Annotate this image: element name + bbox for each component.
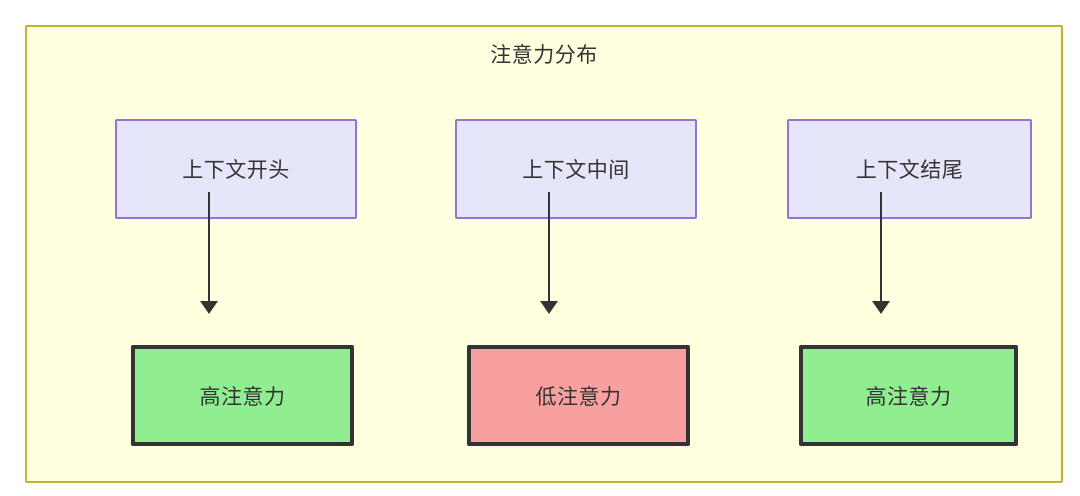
arrowhead-down-icon-start (200, 301, 218, 314)
node-context-start-label: 上下文开头 (182, 159, 290, 182)
node-context-start[interactable]: 上下文开头 (115, 119, 357, 219)
node-context-end-label: 上下文结尾 (855, 159, 964, 182)
subgraph-title: 注意力分布 (490, 44, 598, 67)
node-attention-high-end-label: 高注意力 (865, 385, 952, 409)
attention-distribution-subgraph: 注意力分布 上下文开头 高注意力 上下文中间 低注意力 上下文结尾 高注意力 (25, 25, 1063, 483)
node-attention-high-start[interactable]: 高注意力 (131, 345, 354, 446)
node-attention-high-start-label: 高注意力 (199, 385, 286, 409)
node-context-middle-label: 上下文中间 (522, 159, 630, 182)
node-attention-low-middle-label: 低注意力 (535, 385, 622, 409)
node-context-middle[interactable]: 上下文中间 (455, 119, 697, 219)
edge-context-middle-to-attention (548, 192, 550, 304)
arrowhead-down-icon-middle (540, 301, 558, 314)
node-context-end[interactable]: 上下文结尾 (787, 119, 1032, 219)
node-attention-low-middle[interactable]: 低注意力 (467, 345, 690, 446)
arrowhead-down-icon-end (872, 301, 890, 314)
node-attention-high-end[interactable]: 高注意力 (799, 345, 1018, 446)
edge-context-start-to-attention (208, 192, 210, 304)
edge-context-end-to-attention (880, 192, 882, 304)
